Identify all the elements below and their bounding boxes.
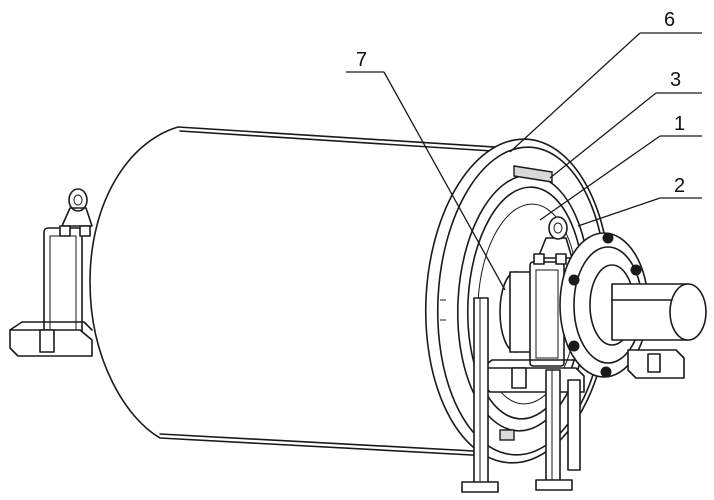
- callout-6: 6: [664, 9, 675, 31]
- right-base-bracket: [627, 349, 685, 379]
- callout-1: 1: [674, 113, 685, 135]
- callout-7: 7: [356, 49, 367, 71]
- output-shaft: [611, 283, 707, 341]
- leader-lines: [346, 32, 702, 291]
- callout-3: 3: [670, 69, 681, 91]
- drum-shell: [89, 126, 511, 457]
- support-legs: [461, 297, 581, 493]
- left-bearing-housing: [9, 188, 93, 357]
- callout-2: 2: [674, 175, 685, 197]
- callout-labels: 6 3 1 2 7: [356, 9, 685, 197]
